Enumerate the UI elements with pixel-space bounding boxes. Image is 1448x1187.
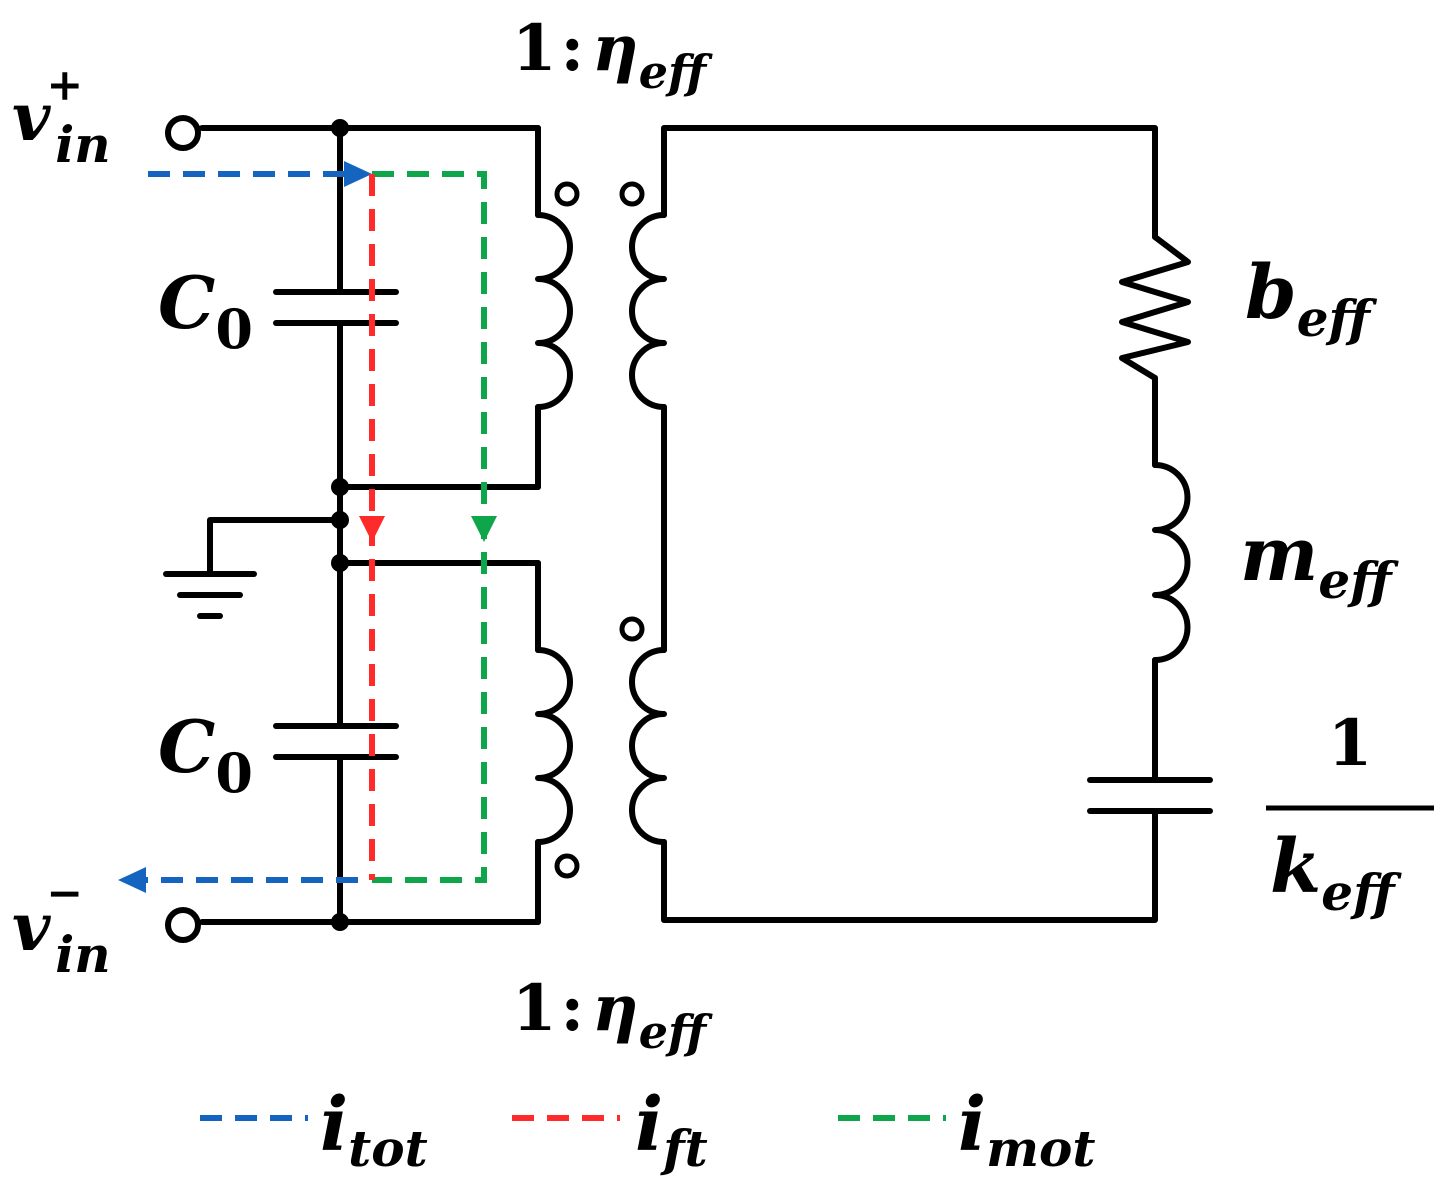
resistor-b-eff [1119,234,1191,381]
secondary-coil-bottom [629,647,667,845]
inductor-m-eff [1152,462,1191,663]
primary-coil-bottom [535,647,573,845]
secondary-wiring [661,125,1158,923]
legend-item-i-tot: itot [200,1082,428,1178]
primary-coil-top [535,212,573,410]
i-mot-arrow [471,516,497,542]
label-vin-plus: v+in [12,60,111,174]
legend-item-i-mot: imot [838,1082,1095,1178]
polarity-dots [554,181,645,879]
secondary-coil-top [629,212,667,410]
label-turns-ratio-bottom: 1:ηeff [512,971,713,1059]
i-tot-out-arrow [118,867,146,893]
label-turns-ratio-top: 1:ηeff [512,11,713,99]
legend-label-i-ft: ift [635,1082,708,1178]
i-mot-path [372,171,487,883]
ground-symbol [163,517,343,619]
junction-dots [331,119,349,931]
legend-item-i-ft: ift [512,1082,708,1178]
capacitor-c0-bottom [273,723,399,760]
i-ft-arrow [359,516,385,542]
label-c0-bottom: C0 [158,704,253,805]
capacitor-compliance [1087,777,1213,814]
capacitor-c0-top [273,289,399,326]
i-tot-in-arrow [344,161,372,187]
label-c0-top: C0 [158,260,253,361]
legend: itot ift imot [200,1082,1095,1178]
vin-plus-terminal [165,115,201,151]
legend-label-i-mot: imot [958,1082,1095,1178]
label-m-eff: meff [1240,512,1399,610]
label-compliance-numerator: 1 [1328,706,1373,781]
vin-minus-terminal [165,907,201,943]
label-b-eff: beff [1245,250,1378,348]
label-vin-minus: v−in [12,868,111,984]
label-compliance-denominator: keff [1270,824,1402,922]
legend-label-i-tot: itot [320,1082,428,1178]
